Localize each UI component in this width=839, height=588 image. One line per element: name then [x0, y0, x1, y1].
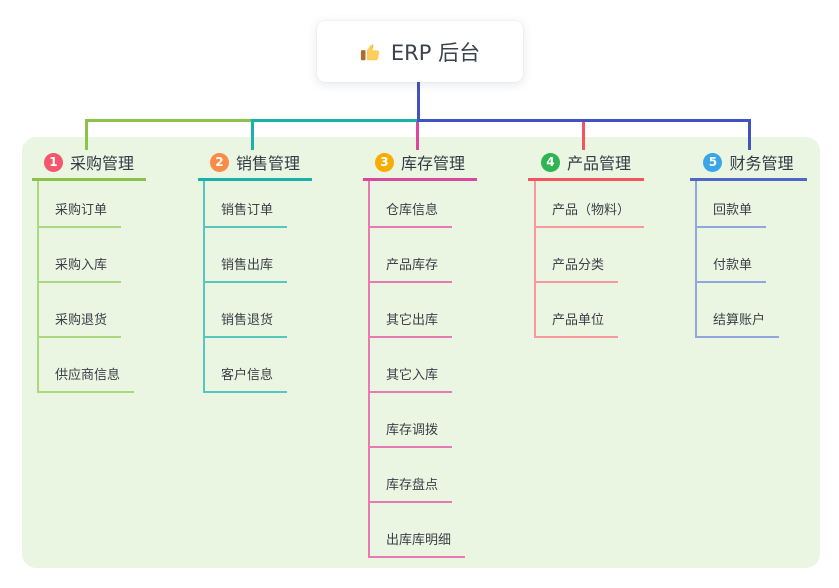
root-node-erp[interactable]: ERP 后台: [317, 21, 523, 82]
node-payment-bill[interactable]: 付款单: [695, 257, 767, 283]
rail-line-finance: [695, 181, 697, 338]
branch-node-inventory[interactable]: 3 库存管理: [363, 146, 477, 181]
rail-line-sales: [203, 181, 205, 393]
node-sales-order[interactable]: 销售订单: [203, 202, 288, 228]
node-receipt-bill[interactable]: 回款单: [695, 202, 767, 228]
branch-title-finance: 财务管理: [729, 154, 794, 173]
node-settlement-account[interactable]: 结算账户: [695, 312, 780, 338]
bus-line-finance: [417, 119, 751, 122]
node-inout-detail[interactable]: 出库库明细: [368, 532, 466, 558]
node-other-inbound[interactable]: 其它入库: [368, 367, 453, 393]
drop-line-inventory: [416, 122, 419, 150]
drop-line-finance: [748, 122, 751, 150]
node-stock-transfer[interactable]: 库存调拨: [368, 422, 453, 448]
node-stock-count[interactable]: 库存盘点: [368, 477, 453, 503]
branch-number-badge-1: 1: [43, 152, 63, 172]
bus-line-purchase: [85, 119, 253, 122]
root-stem-line: [417, 82, 420, 120]
node-product-stock[interactable]: 产品库存: [368, 257, 453, 283]
branch-number-badge-2: 2: [209, 152, 229, 172]
node-supplier-info[interactable]: 供应商信息: [37, 367, 135, 393]
branch-title-product: 产品管理: [566, 154, 631, 173]
branch-node-product[interactable]: 4 产品管理: [528, 146, 644, 181]
node-purchase-inbound[interactable]: 采购入库: [37, 257, 122, 283]
node-purchase-return[interactable]: 采购退货: [37, 312, 122, 338]
node-sales-return[interactable]: 销售退货: [203, 312, 288, 338]
thumbs-up-icon: [360, 43, 380, 60]
node-other-outbound[interactable]: 其它出库: [368, 312, 453, 338]
node-product-category[interactable]: 产品分类: [534, 257, 619, 283]
branch-title-purchase: 采购管理: [69, 154, 134, 173]
node-customer-info[interactable]: 客户信息: [203, 367, 288, 393]
bus-line-sales: [251, 119, 419, 122]
drop-line-purchase: [85, 119, 88, 150]
branch-number-badge-3: 3: [374, 152, 394, 172]
node-purchase-order[interactable]: 采购订单: [37, 202, 122, 228]
branch-node-purchase[interactable]: 1 采购管理: [32, 146, 146, 181]
branch-number-badge-4: 4: [540, 152, 560, 172]
branch-title-inventory: 库存管理: [400, 154, 465, 173]
node-warehouse-info[interactable]: 仓库信息: [368, 202, 453, 228]
node-sales-outbound[interactable]: 销售出库: [203, 257, 288, 283]
branch-number-badge-5: 5: [703, 152, 723, 172]
branch-node-sales[interactable]: 2 销售管理: [198, 146, 312, 181]
branch-title-sales: 销售管理: [235, 154, 300, 173]
drop-line-sales: [251, 119, 254, 150]
branch-node-finance[interactable]: 5 财务管理: [690, 146, 807, 181]
rail-line-inventory: [368, 181, 370, 558]
drop-line-product: [582, 122, 585, 150]
rail-line-product: [534, 181, 536, 338]
branches-panel: [22, 137, 820, 568]
rail-line-purchase: [37, 181, 39, 393]
node-product-unit[interactable]: 产品单位: [534, 312, 619, 338]
node-product-material[interactable]: 产品（物料）: [534, 202, 645, 228]
root-node-label: ERP 后台: [390, 40, 481, 65]
